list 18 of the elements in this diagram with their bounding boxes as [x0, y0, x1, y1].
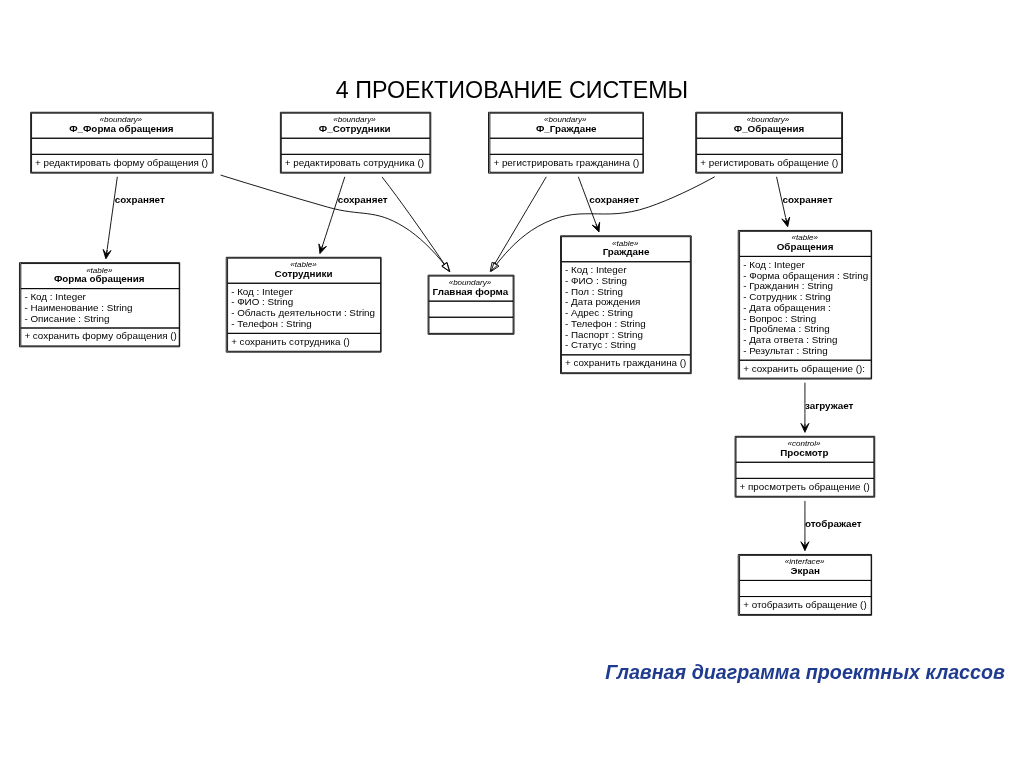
arrow: [800, 382, 810, 433]
edge-label: сохраняет: [114, 194, 165, 206]
edge-label: сохраняет: [782, 194, 833, 206]
arrow: [381, 176, 450, 272]
arrow: [776, 176, 791, 228]
arrow: [577, 176, 601, 233]
arrow: [318, 176, 346, 255]
edge-label: отображает: [804, 518, 862, 530]
arrow: [490, 176, 716, 272]
edge-label: сохраняет: [589, 194, 640, 206]
arrow: [102, 176, 118, 260]
diagram-title: 4 ПРОЕКТИОВАНИЕ СИСТЕМЫ: [335, 76, 689, 103]
edge-label: загружает: [804, 400, 854, 412]
arrow: [489, 176, 547, 272]
caption: Главная диаграмма проектных классов: [605, 661, 1005, 684]
arrow: [800, 500, 810, 552]
edge-label: сохраняет: [337, 194, 388, 206]
arrow: [220, 174, 451, 273]
